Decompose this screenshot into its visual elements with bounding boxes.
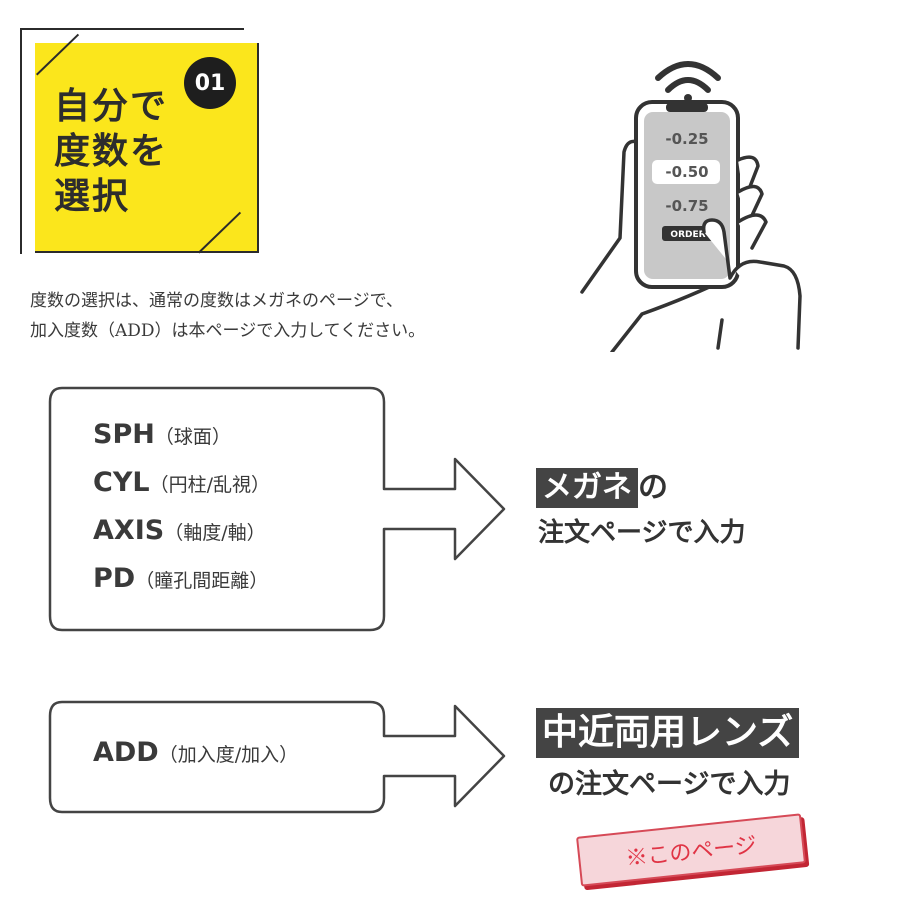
add-param: ADD（加入度/加入） bbox=[93, 730, 298, 778]
add-target: 中近両用レンズ の注文ページで入力 bbox=[536, 708, 800, 812]
glasses-target-highlight: メガネ bbox=[536, 468, 638, 508]
param-pd: PD（瞳孔間距離） bbox=[93, 556, 270, 604]
description-line-1: 度数の選択は、通常の度数はメガネのページで、 bbox=[30, 291, 403, 311]
param-add-key: ADD bbox=[93, 737, 159, 768]
page-title: 自分で 度数を 選択 bbox=[54, 84, 168, 219]
lens-value-selected: -0.50 bbox=[665, 163, 708, 181]
param-axis-key: AXIS bbox=[93, 515, 165, 546]
glasses-params-box bbox=[48, 386, 506, 632]
param-add-desc: （加入度/加入） bbox=[158, 744, 299, 766]
lens-value-1: -0.25 bbox=[665, 130, 708, 148]
title-frame-bottom-right bbox=[35, 43, 259, 253]
glasses-target: メガネの 注文ページで入力 bbox=[536, 468, 745, 558]
param-cyl: CYL（円柱/乱視） bbox=[93, 460, 270, 508]
param-cyl-desc: （円柱/乱視） bbox=[149, 474, 270, 496]
param-sph-desc: （球面） bbox=[154, 426, 231, 448]
title-frame-top-left bbox=[20, 28, 244, 254]
param-axis: AXIS（軸度/軸） bbox=[93, 508, 270, 556]
add-params-box bbox=[48, 700, 506, 814]
param-pd-desc: （瞳孔間距離） bbox=[135, 570, 269, 592]
this-page-stamp: ※このページ bbox=[576, 813, 806, 887]
phone-illustration: -0.25 -0.50 -0.75 ORDER bbox=[580, 61, 802, 352]
left-hand-outline bbox=[580, 139, 644, 294]
order-button-label: ORDER bbox=[670, 230, 705, 240]
title-line-1: 自分で bbox=[54, 86, 169, 127]
smartphone-icon: -0.25 -0.50 -0.75 ORDER bbox=[634, 100, 740, 289]
glasses-params-list: SPH（球面） CYL（円柱/乱視） AXIS（軸度/軸） PD（瞳孔間距離） bbox=[93, 412, 270, 604]
param-cyl-key: CYL bbox=[93, 467, 150, 498]
param-sph: SPH（球面） bbox=[93, 412, 270, 460]
glasses-target-suffix: の bbox=[638, 470, 668, 505]
add-target-highlight: 中近両用レンズ bbox=[536, 708, 800, 758]
title-line-2: 度数を bbox=[54, 131, 169, 172]
title-line-3: 選択 bbox=[54, 176, 131, 217]
glasses-target-line2: 注文ページで入力 bbox=[538, 518, 746, 548]
param-pd-key: PD bbox=[93, 563, 136, 594]
param-sph-key: SPH bbox=[93, 419, 155, 450]
param-axis-desc: （軸度/軸） bbox=[164, 522, 266, 544]
wifi-signal-icon bbox=[655, 61, 721, 102]
add-target-line2: の注文ページで入力 bbox=[548, 769, 791, 800]
description-line-2: 加入度数（ADD）は本ページで入力してください。 bbox=[30, 321, 426, 341]
lens-value-3: -0.75 bbox=[665, 197, 708, 215]
step-number-badge: 01 bbox=[184, 57, 236, 109]
hand-icon bbox=[701, 155, 802, 350]
description: 度数の選択は、通常の度数はメガネのページで、 加入度数（ADD）は本ページで入力… bbox=[30, 286, 425, 346]
